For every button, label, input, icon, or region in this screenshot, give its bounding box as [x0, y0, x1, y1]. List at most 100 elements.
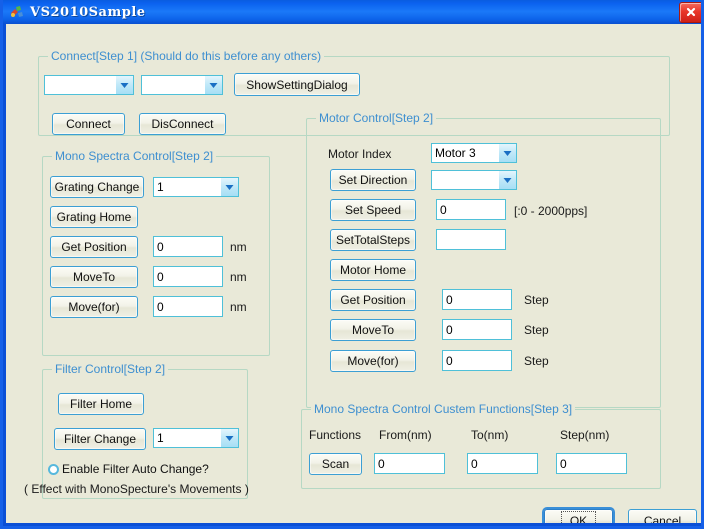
set-direction-button[interactable]: Set Direction — [330, 169, 416, 191]
motor-get-position-input[interactable]: 0 — [442, 289, 512, 310]
column-header-step: Step(nm) — [560, 428, 610, 442]
custom-functions-group-title: Mono Spectra Control Custem Functions[St… — [311, 402, 576, 416]
chevron-down-icon[interactable] — [205, 76, 222, 94]
motor-get-position-value: 0 — [446, 292, 453, 307]
column-header-to: To(nm) — [471, 428, 509, 442]
cancel-button[interactable]: Cancel — [628, 509, 697, 523]
total-steps-input[interactable] — [436, 229, 506, 250]
mono-move-to-input[interactable]: 0 — [153, 266, 223, 287]
grating-index-combo[interactable]: 1 — [153, 177, 239, 197]
motor-home-label: Motor Home — [339, 263, 407, 277]
filter-home-button[interactable]: Filter Home — [58, 393, 144, 415]
set-speed-button[interactable]: Set Speed — [330, 199, 416, 221]
motor-move-to-input[interactable]: 0 — [442, 319, 512, 340]
enable-filter-auto-change-radio[interactable]: Enable Filter Auto Change? — [48, 462, 209, 476]
motor-index-combo[interactable]: Motor 3 — [431, 143, 517, 163]
connect-combo-2[interactable] — [141, 75, 223, 95]
grating-change-label: Grating Change — [54, 180, 140, 194]
mono-move-for-button[interactable]: Move(for) — [50, 296, 138, 318]
motor-index-value: Motor 3 — [435, 146, 476, 160]
motor-home-button[interactable]: Motor Home — [330, 259, 416, 281]
filter-control-group: Filter Control[Step 2] — [42, 362, 248, 499]
mono-move-to-value: 0 — [157, 269, 164, 284]
column-header-from: From(nm) — [379, 428, 432, 442]
motor-move-for-unit: Step — [524, 354, 549, 368]
mono-get-position-input[interactable]: 0 — [153, 236, 223, 257]
scan-from-value: 0 — [378, 456, 385, 471]
title-bar[interactable]: VS2010Sample — [3, 0, 701, 24]
scan-to-value: 0 — [471, 456, 478, 471]
chevron-down-icon[interactable] — [499, 144, 516, 162]
scan-step-value: 0 — [560, 456, 567, 471]
motor-get-position-label: Get Position — [340, 293, 406, 307]
mono-move-to-unit: nm — [230, 270, 247, 284]
mono-get-position-label: Get Position — [61, 240, 127, 254]
motor-index-label: Motor Index — [328, 147, 392, 161]
direction-combo[interactable] — [431, 170, 517, 190]
grating-change-button[interactable]: Grating Change — [50, 176, 144, 198]
motor-control-group-title: Motor Control[Step 2] — [316, 111, 437, 125]
chevron-down-icon[interactable] — [116, 76, 133, 94]
filter-home-label: Filter Home — [69, 397, 132, 411]
filter-change-label: Filter Change — [63, 432, 137, 446]
cancel-label: Cancel — [643, 514, 682, 523]
motor-move-to-button[interactable]: MoveTo — [330, 319, 416, 341]
set-total-steps-label: SetTotalSteps — [335, 233, 411, 247]
connect-label: Connect — [66, 117, 111, 131]
show-setting-dialog-label: ShowSettingDialog — [246, 77, 348, 92]
mono-move-to-label: MoveTo — [72, 270, 116, 284]
connect-button[interactable]: Connect — [52, 113, 125, 135]
dialog-client-area: Connect[Step 1] (Should do this before a… — [6, 24, 701, 523]
speed-input[interactable]: 0 — [436, 199, 506, 220]
motor-get-position-button[interactable]: Get Position — [330, 289, 416, 311]
mono-get-position-value: 0 — [157, 239, 164, 254]
set-direction-label: Set Direction — [338, 173, 408, 187]
motor-move-for-input[interactable]: 0 — [442, 350, 512, 371]
set-speed-label: Set Speed — [344, 203, 402, 217]
motor-move-for-button[interactable]: Move(for) — [330, 350, 416, 372]
motor-move-for-value: 0 — [446, 353, 453, 368]
app-icon — [9, 4, 25, 20]
enable-filter-auto-change-label: Enable Filter Auto Change? — [62, 462, 209, 476]
grating-home-label: Grating Home — [56, 210, 132, 224]
connect-combo-1[interactable] — [44, 75, 134, 95]
motor-move-to-value: 0 — [446, 322, 453, 337]
speed-range-hint: [:0 - 2000pps] — [514, 204, 588, 218]
scan-from-input[interactable]: 0 — [374, 453, 445, 474]
disconnect-label: DisConnect — [151, 117, 214, 131]
connect-group-title: Connect[Step 1] (Should do this before a… — [48, 49, 325, 63]
grating-home-button[interactable]: Grating Home — [50, 206, 138, 228]
column-header-functions: Functions — [309, 428, 362, 442]
mono-move-to-button[interactable]: MoveTo — [50, 266, 138, 288]
set-total-steps-button[interactable]: SetTotalSteps — [330, 229, 416, 251]
close-icon[interactable] — [679, 1, 701, 23]
chevron-down-icon[interactable] — [499, 171, 516, 189]
ok-label: OK — [560, 511, 597, 523]
motor-move-to-unit: Step — [524, 323, 549, 337]
speed-value: 0 — [440, 202, 447, 217]
filter-index-combo[interactable]: 1 — [153, 428, 239, 448]
scan-label: Scan — [321, 457, 350, 471]
ok-button[interactable]: OK — [544, 509, 613, 523]
filter-change-button[interactable]: Filter Change — [54, 428, 146, 450]
mono-spectra-control-group: Mono Spectra Control[Step 2] — [42, 149, 270, 356]
mono-move-for-label: Move(for) — [68, 300, 120, 314]
mono-get-position-unit: nm — [230, 240, 247, 254]
filter-auto-change-note: ( Effect with MonoSpecture's Movements ) — [24, 482, 249, 496]
mono-spectra-group-title: Mono Spectra Control[Step 2] — [52, 149, 217, 163]
connect-group: Connect[Step 1] (Should do this before a… — [38, 49, 670, 136]
window-title: VS2010Sample — [30, 4, 146, 20]
filter-index-value: 1 — [157, 431, 164, 445]
scan-step-input[interactable]: 0 — [556, 453, 627, 474]
disconnect-button[interactable]: DisConnect — [139, 113, 226, 135]
chevron-down-icon[interactable] — [221, 178, 238, 196]
mono-move-for-value: 0 — [157, 299, 164, 314]
show-setting-dialog-button[interactable]: ShowSettingDialog — [234, 73, 360, 96]
filter-control-group-title: Filter Control[Step 2] — [52, 362, 169, 376]
scan-to-input[interactable]: 0 — [467, 453, 538, 474]
scan-button[interactable]: Scan — [309, 453, 362, 475]
mono-get-position-button[interactable]: Get Position — [50, 236, 138, 258]
mono-move-for-input[interactable]: 0 — [153, 296, 223, 317]
chevron-down-icon[interactable] — [221, 429, 238, 447]
